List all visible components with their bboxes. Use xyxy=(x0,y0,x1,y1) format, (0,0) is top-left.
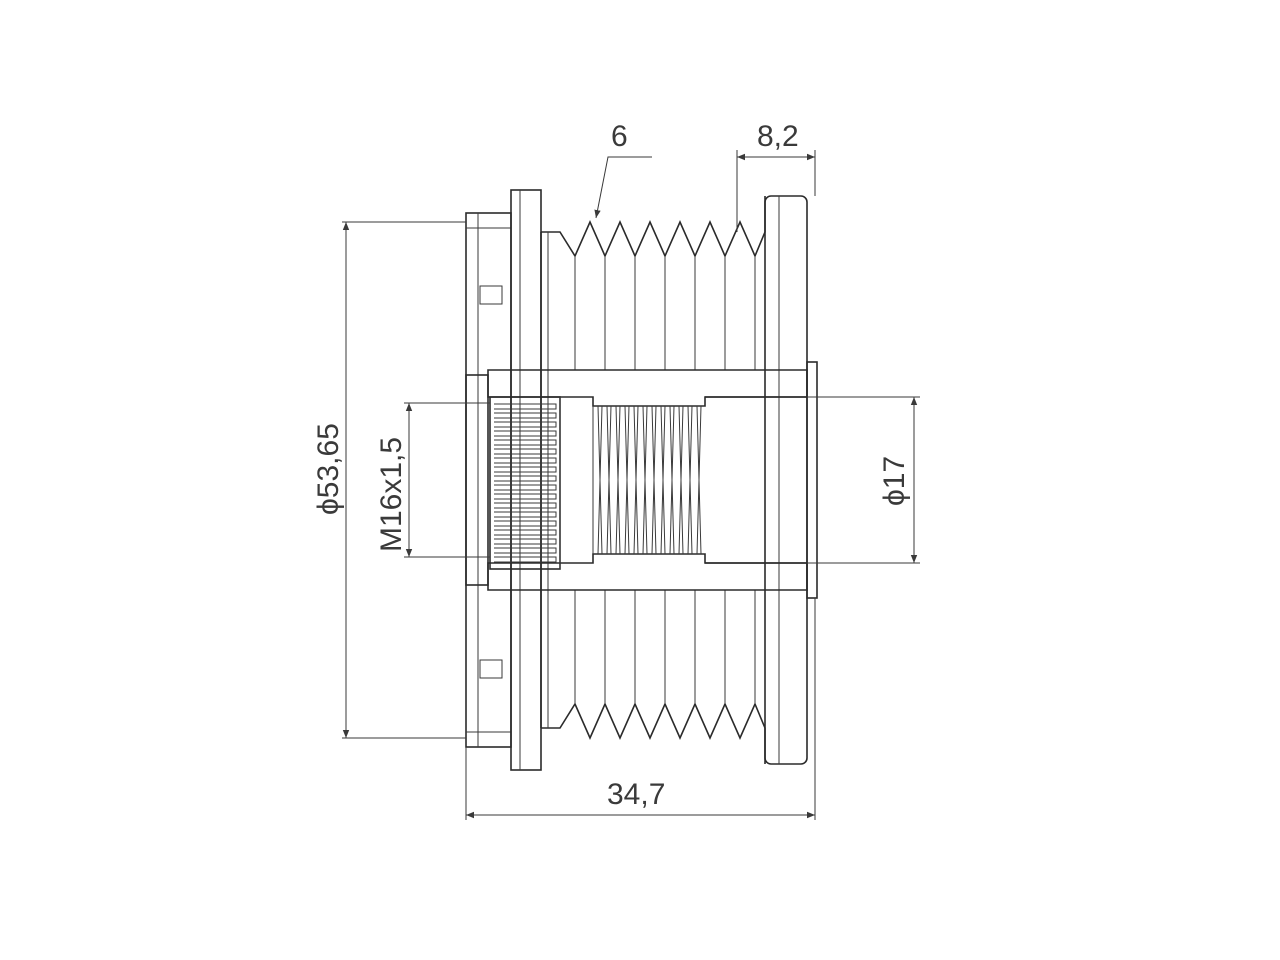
dimension-thread: M16x1,5 xyxy=(375,402,490,558)
spline-teeth xyxy=(489,396,594,570)
thread-label: M16x1,5 xyxy=(375,437,408,552)
grooves-top xyxy=(541,196,766,259)
dimension-bore-diameter: ϕ17 xyxy=(807,396,920,564)
cap-notch-top xyxy=(479,285,503,305)
dimension-outer-diameter: ϕ53,65 xyxy=(312,221,466,739)
groove-count-label: 6 xyxy=(611,120,628,153)
sleeve-section-top xyxy=(487,369,808,407)
dimension-groove-count: 6 xyxy=(594,120,652,219)
pulley-body xyxy=(465,189,818,771)
dimension-overall-length: 34,7 xyxy=(465,598,816,820)
internal-thread xyxy=(597,405,702,555)
overall-length-label: 34,7 xyxy=(607,778,665,811)
outer-diameter-label: ϕ53,65 xyxy=(312,423,345,515)
inner-flange xyxy=(510,189,542,771)
dimension-flange-width: 8,2 xyxy=(736,120,816,232)
right-flange xyxy=(764,195,808,765)
cap-section xyxy=(465,374,489,586)
flange-width-label: 8,2 xyxy=(757,120,799,153)
rear-hub xyxy=(806,361,818,599)
grooves-bottom xyxy=(541,701,766,764)
bore-diameter-label: ϕ17 xyxy=(878,456,911,506)
cap-notch-bottom xyxy=(479,659,503,679)
sleeve-section-bottom xyxy=(487,553,808,591)
